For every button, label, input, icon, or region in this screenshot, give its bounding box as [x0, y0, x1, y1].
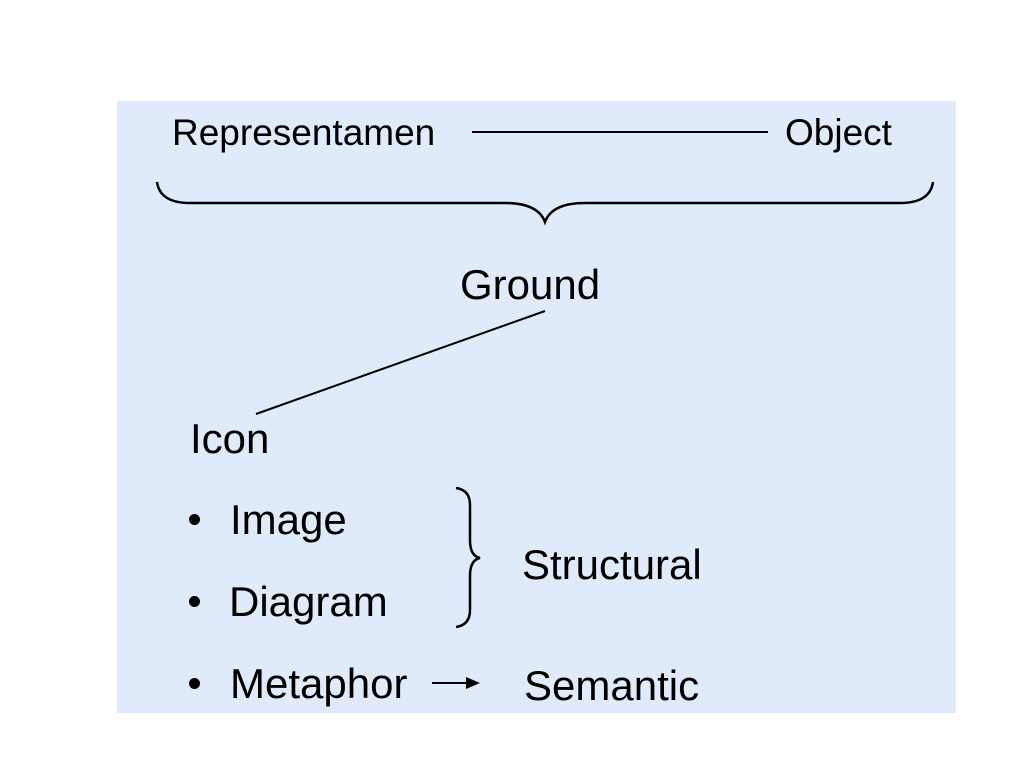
bullet-icon [189, 596, 200, 607]
list-item-image: Image [230, 496, 347, 543]
representamen-label: Representamen [172, 112, 436, 153]
icon-label: Icon [190, 415, 270, 462]
structural-label: Structural [522, 541, 702, 588]
list-item-metaphor: Metaphor [230, 660, 408, 707]
ground-label: Ground [460, 261, 601, 308]
bullet-icon [189, 514, 200, 525]
list-item-diagram: Diagram [229, 578, 388, 625]
semantic-label: Semantic [524, 662, 700, 709]
object-label: Object [785, 112, 892, 153]
bullet-icon [189, 678, 200, 689]
